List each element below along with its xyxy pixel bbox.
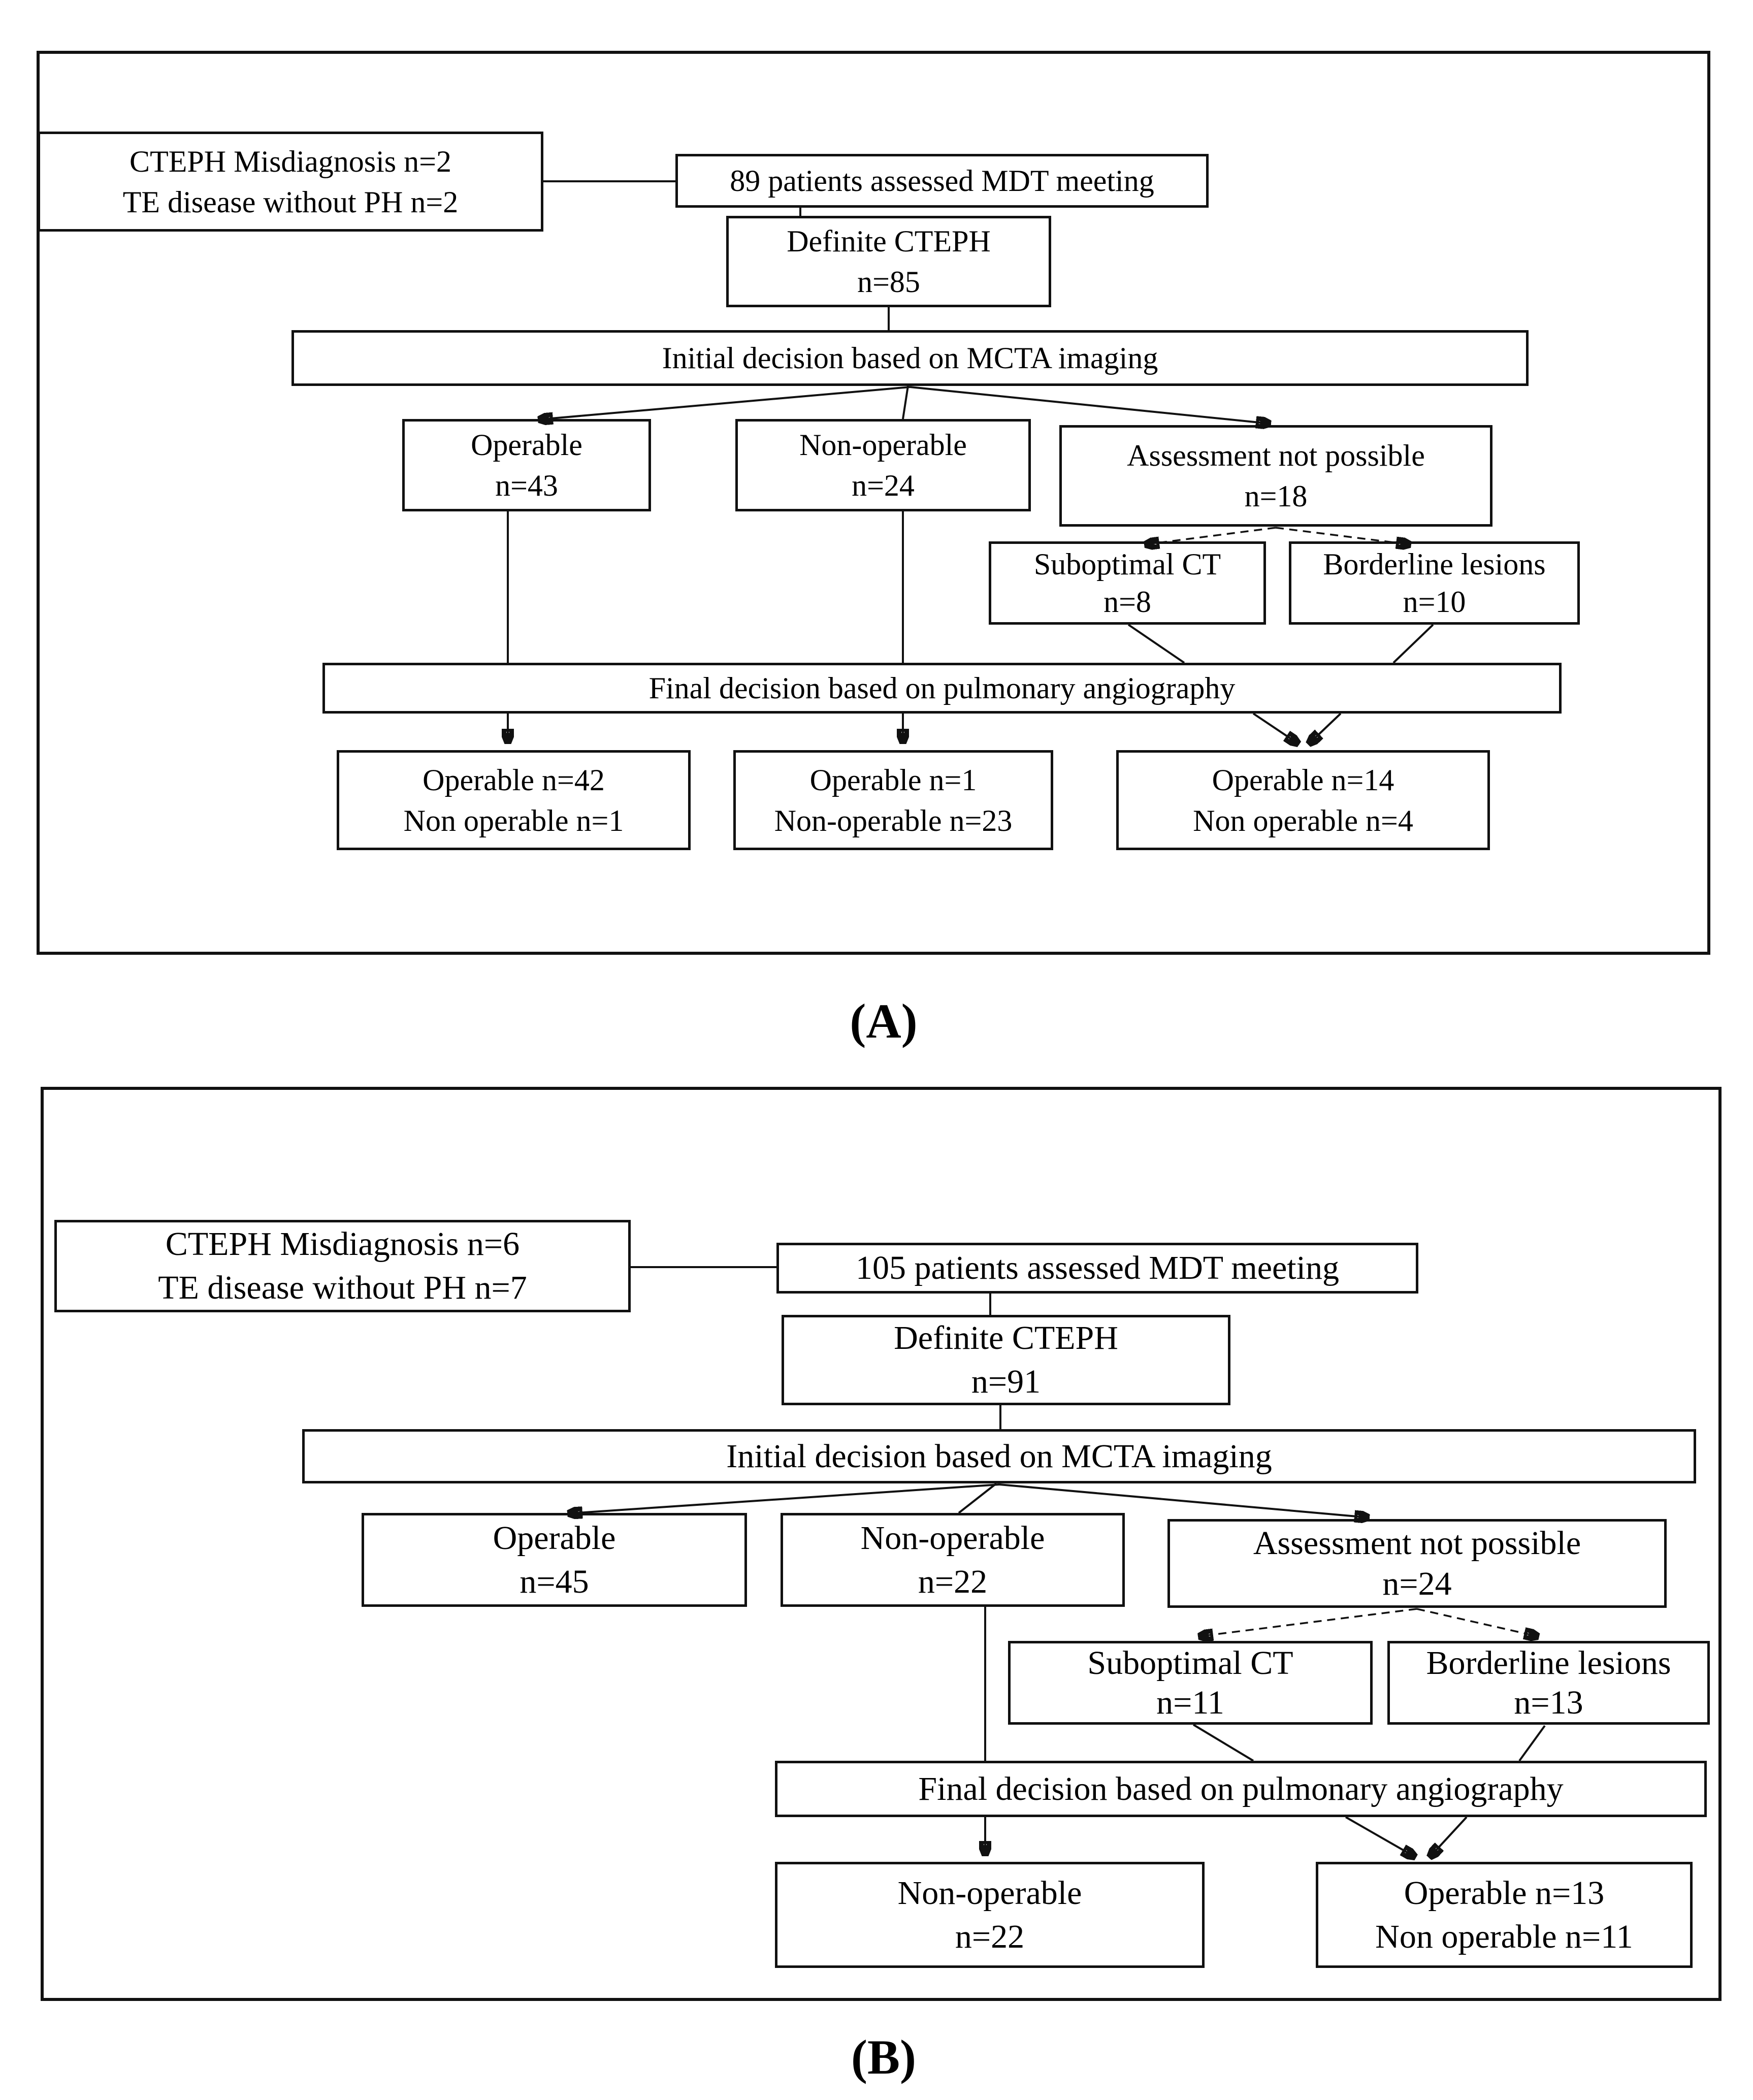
box-line: n=85 <box>857 265 920 299</box>
box-operable-b: Operable n=45 <box>362 1513 747 1607</box>
box-line: n=22 <box>955 1918 1025 1955</box>
panel-b-border <box>41 1087 1722 2001</box>
box-final-decision-b: Final decision based on pulmonary angiog… <box>775 1761 1707 1817</box>
box-patients-assessed-b: 105 patients assessed MDT meeting <box>776 1243 1418 1294</box>
box-line: 89 patients assessed MDT meeting <box>730 164 1154 198</box>
box-line: Suboptimal CT <box>1033 547 1221 581</box>
box-patients-assessed-a: 89 patients assessed MDT meeting <box>675 154 1209 208</box>
box-initial-decision-a: Initial decision based on MCTA imaging <box>291 330 1529 386</box>
box-borderline-lesions-b: Borderline lesions n=13 <box>1387 1641 1710 1725</box>
box-non-operable-b: Non-operable n=22 <box>781 1513 1125 1607</box>
box-line: Operable n=1 <box>809 763 977 797</box>
box-outcome-non-operable-b: Non-operable n=22 <box>775 1862 1205 1968</box>
box-definite-cteph-a: Definite CTEPH n=85 <box>726 216 1051 307</box>
box-line: Non operable n=4 <box>1193 803 1413 837</box>
box-line: Operable n=14 <box>1212 763 1394 797</box>
box-line: Non-operable <box>897 1874 1082 1912</box>
box-line: Suboptimal CT <box>1087 1644 1293 1682</box>
box-line: Definite CTEPH <box>894 1319 1118 1356</box>
box-line: Final decision based on pulmonary angiog… <box>648 671 1236 705</box>
box-line: n=18 <box>1244 479 1308 513</box>
box-line: n=45 <box>520 1563 589 1600</box>
box-line: Assessment not possible <box>1253 1524 1581 1562</box>
box-line: Final decision based on pulmonary angiog… <box>918 1770 1564 1807</box>
box-line: 105 patients assessed MDT meeting <box>856 1249 1339 1286</box>
box-line: n=24 <box>852 469 915 502</box>
box-borderline-lesions-a: Borderline lesions n=10 <box>1289 541 1580 625</box>
box-line: n=24 <box>1382 1565 1452 1602</box>
box-line: n=91 <box>971 1363 1041 1400</box>
box-line: n=13 <box>1514 1684 1583 1721</box>
panel-a-caption: (A) <box>850 994 918 1048</box>
box-line: CTEPH Misdiagnosis n=2 <box>129 144 451 178</box>
box-non-operable-a: Non-operable n=24 <box>735 419 1031 511</box>
box-line: CTEPH Misdiagnosis n=6 <box>165 1225 520 1263</box>
box-line: Operable n=13 <box>1404 1874 1605 1912</box>
box-cteph-misdiagnosis-a: CTEPH Misdiagnosis n=2 TE disease withou… <box>38 132 543 232</box>
box-line: Borderline lesions <box>1323 547 1546 581</box>
box-line: TE disease without PH n=2 <box>122 185 459 219</box>
box-operable-a: Operable n=43 <box>402 419 651 511</box>
box-suboptimal-ct-b: Suboptimal CT n=11 <box>1008 1641 1373 1725</box>
box-assessment-not-possible-b: Assessment not possible n=24 <box>1167 1519 1667 1608</box>
box-line: Non operable n=11 <box>1375 1918 1633 1955</box>
box-line: Definite CTEPH <box>787 224 991 258</box>
box-line: n=22 <box>918 1563 988 1600</box>
box-line: Operable <box>493 1519 616 1557</box>
box-line: Assessment not possible <box>1127 439 1425 472</box>
box-line: Operable n=42 <box>423 763 605 797</box>
box-outcome-assessment-b: Operable n=13 Non operable n=11 <box>1316 1862 1693 1968</box>
box-outcome-assessment-a: Operable n=14 Non operable n=4 <box>1116 750 1490 850</box>
box-line: TE disease without PH n=7 <box>158 1269 527 1306</box>
box-definite-cteph-b: Definite CTEPH n=91 <box>782 1315 1230 1405</box>
box-cteph-misdiagnosis-b: CTEPH Misdiagnosis n=6 TE disease withou… <box>54 1220 631 1312</box>
box-line: Initial decision based on MCTA imaging <box>726 1437 1272 1475</box>
box-line: n=11 <box>1156 1684 1224 1721</box>
box-line: Non operable n=1 <box>403 803 624 837</box>
box-line: Operable <box>471 428 582 462</box>
box-final-decision-a: Final decision based on pulmonary angiog… <box>322 663 1562 714</box>
panel-b-caption: (B) <box>851 2030 916 2084</box>
box-line: Non-operable <box>799 428 967 462</box>
box-initial-decision-b: Initial decision based on MCTA imaging <box>302 1429 1696 1483</box>
box-assessment-not-possible-a: Assessment not possible n=18 <box>1059 425 1492 527</box>
box-line: Non-operable <box>860 1519 1045 1557</box>
box-suboptimal-ct-a: Suboptimal CT n=8 <box>989 541 1266 625</box>
box-line: Initial decision based on MCTA imaging <box>662 341 1158 375</box>
box-line: Non-operable n=23 <box>774 803 1013 837</box>
panel-a-border <box>37 51 1710 955</box>
box-line: Borderline lesions <box>1426 1644 1671 1682</box>
box-outcome-operable-a: Operable n=42 Non operable n=1 <box>337 750 691 850</box>
box-line: n=10 <box>1403 585 1466 619</box>
box-line: n=43 <box>495 469 558 502</box>
box-outcome-non-operable-a: Operable n=1 Non-operable n=23 <box>733 750 1053 850</box>
box-line: n=8 <box>1103 585 1151 619</box>
